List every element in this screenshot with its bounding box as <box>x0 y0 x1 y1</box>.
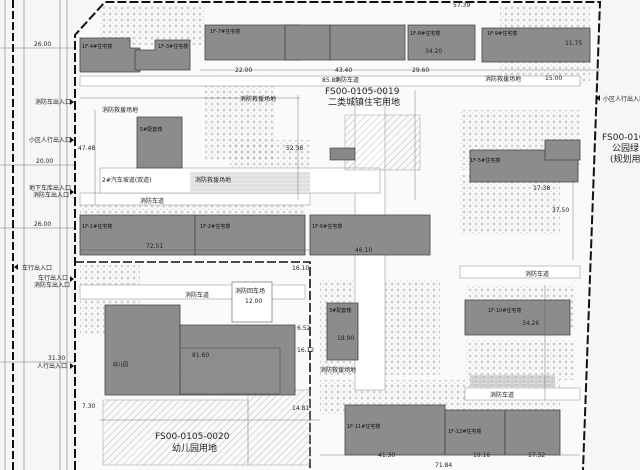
parcel-name-residential: 二类城镇住宅用地 <box>328 96 400 108</box>
road-label: 消防车道 <box>525 270 549 278</box>
paving <box>470 375 555 387</box>
dimension: 81.60 <box>192 352 209 359</box>
turnaround-pad <box>231 281 273 323</box>
parcel-name-kindergarten: 幼儿园用地 <box>172 442 217 454</box>
road-label: 消防车道 <box>490 391 514 399</box>
entrance-labels: 消防车出入口 小区人行出入口 地下车库出入口 消防车出入口 车行出入口 车行出入… <box>22 95 640 370</box>
dimension: 16.12 <box>297 347 314 354</box>
kindergarten-play-roof <box>179 347 281 395</box>
building-label: 1F-3#住宅楼 <box>158 43 188 50</box>
building-label: 1F-8#住宅楼 <box>410 30 440 37</box>
turnaround-label: 消防回车场 <box>235 287 265 295</box>
building-label: 1F-2#住宅楼 <box>200 223 230 230</box>
paving <box>190 172 310 192</box>
parcel-name-park: 公园绿 <box>612 142 639 154</box>
building-label: 1F-11#住宅楼 <box>347 423 380 430</box>
building-label: 1F-4#住宅楼 <box>82 43 112 50</box>
dimension-lines <box>80 69 600 456</box>
dimension: 29.60 <box>412 67 429 74</box>
entrance-label: 消防车出入口 <box>33 191 69 199</box>
dimension: 7.30 <box>82 403 96 410</box>
building-label: 1F-10#住宅楼 <box>488 307 521 314</box>
building-label: 5#配套楼 <box>140 126 162 133</box>
building-label: 3#配套楼 <box>329 307 351 314</box>
rescue-area-label: 消防救援场地 <box>240 95 276 103</box>
dimension: 34.20 <box>425 48 442 55</box>
dimension: 37.50 <box>552 207 569 214</box>
building-labels: 1F-4#住宅楼 1F-3#住宅楼 1F-7#住宅楼 1F-8#住宅楼 1F-9… <box>82 28 521 435</box>
parcel-code-residential: FS00-0105-0019 <box>325 87 400 97</box>
dimension: 15.00 <box>545 75 562 82</box>
ramp-label: 2#汽车坡道(双道) <box>102 176 152 184</box>
street-lines <box>0 0 75 470</box>
dimension: 71.84 <box>435 462 452 469</box>
dimension: 31.30 <box>48 355 65 362</box>
dimension: 16.10 <box>292 265 309 272</box>
dimension: 26.00 <box>34 41 51 48</box>
rescue-area-label: 消防救援场地 <box>485 75 521 83</box>
entrance-label: 地下车库出入口 <box>29 184 71 192</box>
dimension: 46.10 <box>355 247 372 254</box>
building-label: 1F-9#住宅楼 <box>487 30 517 37</box>
entrance-label: 消防车出入口 <box>34 281 70 289</box>
entrance-label: 车行出入口 <box>22 264 52 272</box>
entrance-label: 车行出入口 <box>38 274 68 282</box>
entrance-label: 小区人行出入口 <box>603 95 640 103</box>
road-label: 消防车道 <box>335 76 359 84</box>
building-label: 1F-6#住宅楼 <box>312 223 342 230</box>
dimension: 57.39 <box>453 2 470 9</box>
dimension: 26.00 <box>34 221 51 228</box>
entrance-label: 人行出入口 <box>37 362 67 370</box>
dimension: 11.75 <box>565 40 582 47</box>
dimension: 72.51 <box>146 243 163 250</box>
building-label: 1F-12#住宅楼 <box>448 428 481 435</box>
dimension: 34.26 <box>522 320 539 327</box>
entrance-label: 消防车出入口 <box>35 98 71 106</box>
dimension: 20.00 <box>36 158 53 165</box>
dimension: 47.48 <box>78 145 95 152</box>
dimension: 85.80 <box>322 77 339 84</box>
building-label: 1F-1#住宅楼 <box>82 223 112 230</box>
building-label: 1F-7#住宅楼 <box>210 28 240 35</box>
dimension-labels: 26.00 20.00 26.00 31.30 22.00 43.40 29.6… <box>34 2 582 469</box>
dimension: 6.52 <box>297 325 311 332</box>
building-label: 1F-5#住宅楼 <box>470 157 500 164</box>
building-label: 幼儿园 <box>113 361 128 368</box>
parcel-code-kindergarten: FS00-0105-0020 <box>155 432 230 442</box>
hatched-areas <box>102 114 421 466</box>
dimension: 52.36 <box>286 145 303 152</box>
dimension: 17.32 <box>528 452 545 459</box>
dimension: 17.38 <box>533 185 550 192</box>
rescue-area-label: 消防救援场地 <box>320 366 356 374</box>
dimension: 41.30 <box>378 452 395 459</box>
structure <box>329 147 356 161</box>
dimension: 14.81 <box>292 405 309 412</box>
entrance-label: 小区人行出入口 <box>29 136 71 144</box>
parcel-note-park: (规划用 <box>610 153 640 165</box>
dimension: 22.00 <box>235 67 252 74</box>
dimension: 19.16 <box>473 452 490 459</box>
dimension: 43.40 <box>335 67 352 74</box>
dimension: 18.90 <box>337 335 354 342</box>
road-label: 消防车道 <box>140 197 164 205</box>
turnaround-size: 12.00 <box>245 298 262 305</box>
rescue-area-label: 消防救援场地 <box>195 176 231 184</box>
entrance-arrow-icons <box>14 95 600 369</box>
road-label: 消防车道 <box>185 291 209 299</box>
rescue-area-label: 消防救援场地 <box>102 106 138 114</box>
parcel-code-park: FS00-0105- <box>602 133 640 143</box>
